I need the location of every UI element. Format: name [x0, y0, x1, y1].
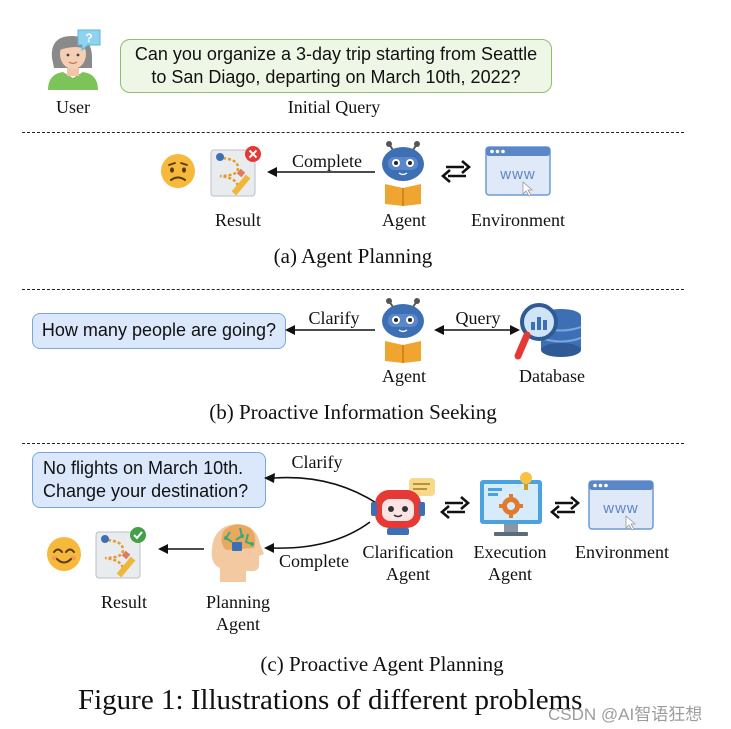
initial-query-bubble	[120, 39, 552, 93]
bubble-text-c-line2: Change your destination?	[43, 481, 249, 501]
red-robot-icon	[371, 478, 435, 535]
caption-c: (c) Proactive Agent Planning	[260, 652, 504, 676]
robot-agent-icon	[382, 141, 424, 206]
environment-label-c: Environment	[575, 542, 669, 562]
clarification-agent-label-line2: Agent	[386, 564, 430, 584]
agent-label-b: Agent	[382, 366, 426, 386]
cycle-arrows-icon	[550, 496, 580, 519]
result-label-c: Result	[100, 592, 147, 612]
user-avatar-icon	[48, 36, 98, 90]
arrow-query-b	[434, 325, 520, 335]
agent-label-a: Agent	[382, 210, 426, 230]
query-text-line1: Can you organize a 3-day trip starting f…	[134, 44, 538, 64]
query-text-line2: to San Diago, departing on March 10th, 2…	[151, 67, 521, 87]
divider-3	[22, 443, 684, 444]
question-mark-glyph: ?	[85, 31, 92, 45]
cycle-arrows-icon	[441, 160, 471, 183]
execution-agent-label-line2: Agent	[488, 564, 532, 584]
www-text-a: www	[499, 166, 536, 183]
complete-label-c: Complete	[279, 551, 349, 571]
question-bubble-b	[32, 313, 286, 349]
watermark: CSDN @AI智语狂想	[548, 705, 703, 724]
planning-agent-label-line2: Agent	[216, 614, 260, 634]
brain-head-icon	[211, 524, 264, 582]
browser-window-icon: www	[485, 146, 551, 197]
complete-label-a: Complete	[292, 151, 362, 171]
monitor-gear-icon	[480, 472, 542, 536]
arrow-result-c	[158, 544, 204, 554]
clarify-label-c: Clarify	[291, 452, 343, 472]
initial-query-label: Initial Query	[287, 97, 381, 117]
sad-face-icon	[161, 154, 195, 188]
www-text-c: www	[602, 500, 639, 517]
question-bubble-icon: ?	[77, 29, 101, 52]
clarify-label-b: Clarify	[308, 308, 360, 328]
result-label-a: Result	[214, 210, 261, 230]
environment-label-a: Environment	[471, 210, 565, 230]
execution-agent-label-line1: Execution	[473, 542, 547, 562]
query-label-b: Query	[455, 308, 501, 328]
caption-a: (a) Agent Planning	[273, 244, 433, 268]
divider-1	[22, 132, 684, 133]
bubble-text-c-line1: No flights on March 10th.	[43, 458, 244, 478]
map-result-failed-icon	[210, 146, 261, 197]
bubble-text-b: How many people are going?	[41, 320, 277, 340]
arrow-clarify-c	[264, 473, 379, 505]
clarification-agent-label-line1: Clarification	[362, 542, 454, 562]
user-label: User	[56, 97, 90, 117]
caption-b: (b) Proactive Information Seeking	[209, 400, 497, 424]
happy-face-icon	[47, 537, 81, 571]
planning-agent-label-line1: Planning	[205, 592, 270, 612]
question-bubble-c	[32, 452, 266, 508]
database-label-b: Database	[519, 366, 585, 386]
arrow-complete-c	[264, 521, 371, 553]
arrow-complete-a	[267, 167, 375, 177]
arrow-clarify-b	[285, 325, 375, 335]
browser-window-icon: www	[588, 480, 654, 531]
figure-caption: Figure 1: Illustrations of different pro…	[78, 684, 583, 716]
map-result-success-icon	[95, 527, 146, 579]
database-search-icon	[514, 303, 582, 360]
divider-2	[22, 289, 684, 290]
robot-agent-icon	[382, 298, 424, 363]
cycle-arrows-icon	[440, 496, 470, 519]
